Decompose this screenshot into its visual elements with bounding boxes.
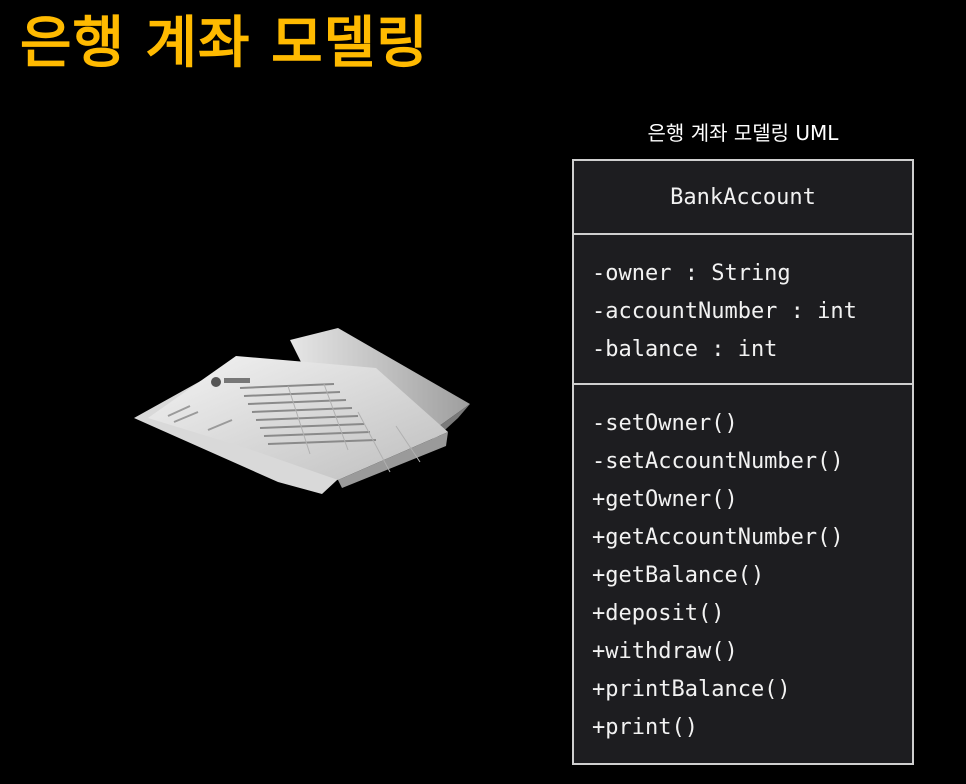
uml-class-name: BankAccount [670, 184, 816, 210]
uml-attribute: -accountNumber : int [592, 299, 857, 324]
uml-class-box: BankAccount -owner : String -accountNumb… [572, 159, 914, 765]
uml-attribute: -owner : String [592, 261, 791, 286]
uml-class-name-compartment: BankAccount [574, 161, 912, 235]
uml-method: +print() [592, 715, 698, 740]
bank-statement-papers-icon [134, 328, 470, 494]
uml-methods-compartment: -setOwner() -setAccountNumber() +getOwne… [574, 385, 912, 747]
slide-title: 은행 계좌 모델링 [20, 11, 429, 76]
uml-caption: 은행 계좌 모델링 UML [647, 121, 839, 145]
uml-method: +printBalance() [592, 677, 791, 702]
uml-method: +withdraw() [592, 639, 738, 664]
uml-method: -setOwner() [592, 411, 738, 436]
uml-attribute: -balance : int [592, 337, 778, 362]
uml-attributes-compartment: -owner : String -accountNumber : int -ba… [574, 235, 912, 385]
uml-method: +deposit() [592, 601, 725, 626]
uml-method: +getBalance() [592, 563, 765, 588]
uml-method: -setAccountNumber() [592, 449, 844, 474]
uml-method: +getAccountNumber() [592, 525, 844, 550]
uml-method: +getOwner() [592, 487, 738, 512]
